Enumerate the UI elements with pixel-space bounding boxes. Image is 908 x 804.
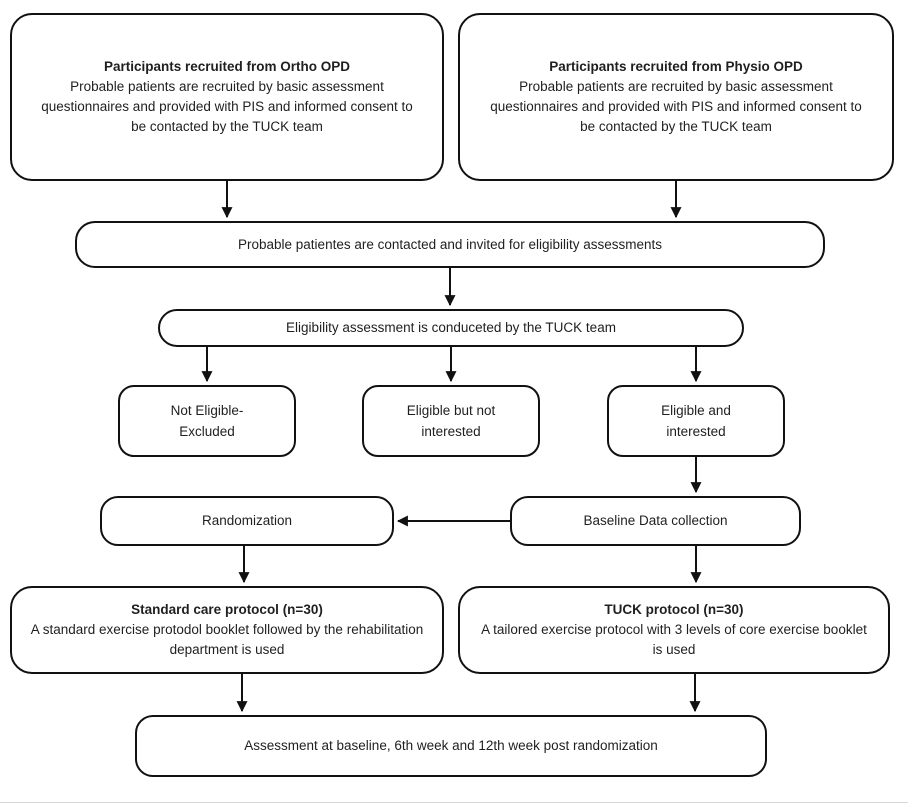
node-eligibility-assessment-label: Eligibility assessment is conduceted by … — [286, 320, 616, 335]
node-physio-opd-recruitment: Participants recruited from Physio OPD P… — [458, 13, 894, 181]
node-eligible-not-interested: Eligible but not interested — [362, 385, 540, 457]
node-assessment-schedule-label: Assessment at baseline, 6th week and 12t… — [244, 738, 658, 753]
node-eligible-not-interested-label: Eligible but not interested — [406, 403, 496, 439]
node-patients-contacted-label: Probable patientes are contacted and inv… — [238, 236, 662, 252]
node-standard-care-protocol-body: A standard exercise protodol booklet fol… — [30, 622, 424, 657]
node-tuck-protocol: TUCK protocol (n=30) A tailored exercise… — [458, 586, 890, 674]
node-tuck-protocol-title: TUCK protocol (n=30) — [604, 602, 744, 617]
node-eligible-interested-label: Eligible and interested — [661, 403, 731, 439]
node-not-eligible-excluded: Not Eligible- Excluded — [118, 385, 296, 457]
node-not-eligible-excluded-label: Not Eligible- Excluded — [170, 403, 244, 439]
node-eligibility-assessment: Eligibility assessment is conduceted by … — [158, 309, 744, 347]
node-baseline-data-collection: Baseline Data collection — [510, 496, 801, 546]
node-physio-opd-body: Probable patients are recruited by basic… — [490, 79, 862, 134]
node-physio-opd-title: Participants recruited from Physio OPD — [549, 59, 803, 74]
node-ortho-opd-title: Participants recruited from Ortho OPD — [103, 59, 351, 74]
node-baseline-data-collection-label: Baseline Data collection — [583, 513, 728, 528]
node-randomization-label: Randomization — [201, 513, 293, 528]
node-tuck-protocol-body: A tailored exercise protocol with 3 leve… — [481, 622, 867, 657]
node-standard-care-protocol: Standard care protocol (n=30) A standard… — [10, 586, 444, 674]
node-ortho-opd-recruitment: Participants recruited from Ortho OPD Pr… — [10, 13, 444, 181]
node-standard-care-protocol-title: Standard care protocol (n=30) — [131, 602, 323, 617]
node-patients-contacted: Probable patientes are contacted and inv… — [75, 221, 825, 268]
page-edge-line — [0, 802, 908, 803]
node-randomization: Randomization — [100, 496, 394, 546]
node-eligible-interested: Eligible and interested — [607, 385, 785, 457]
node-ortho-opd-body: Probable patients are recruited by basic… — [41, 79, 413, 134]
node-assessment-schedule: Assessment at baseline, 6th week and 12t… — [135, 715, 767, 777]
